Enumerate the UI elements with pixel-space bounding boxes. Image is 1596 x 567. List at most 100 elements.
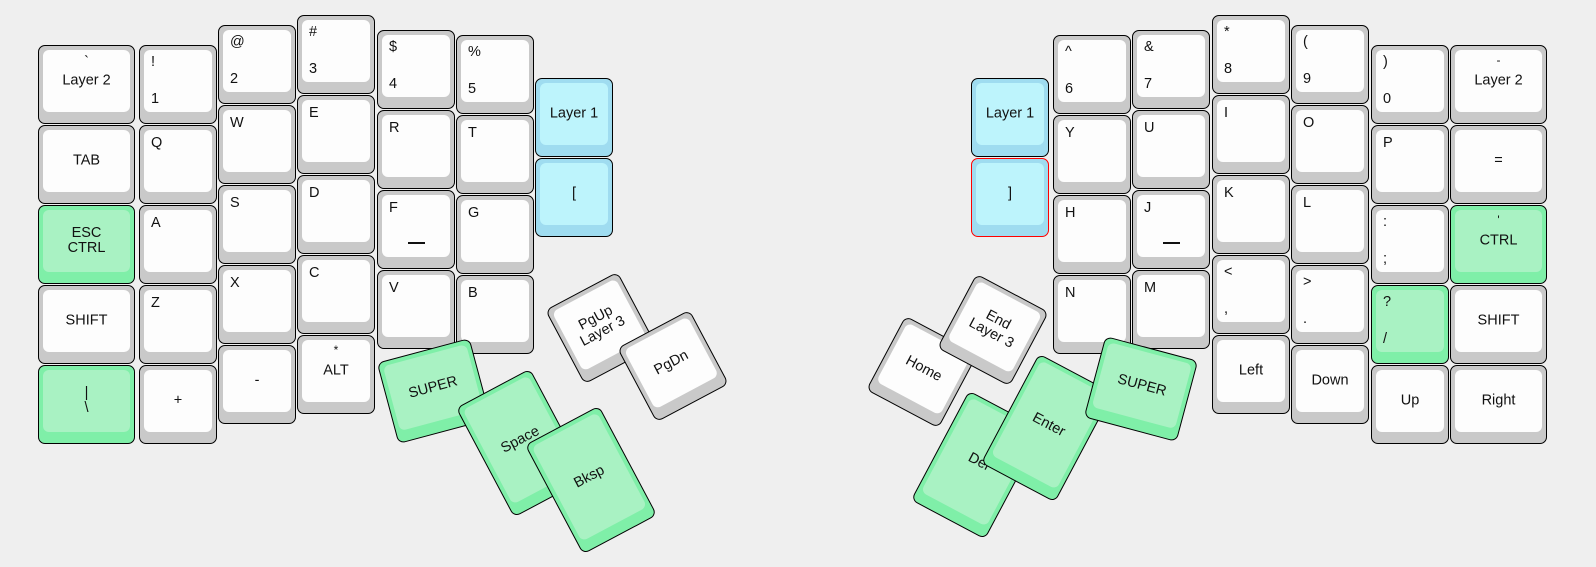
key-j[interactable]: J bbox=[1132, 190, 1210, 269]
keycap-surface: K bbox=[1217, 180, 1285, 242]
keycap-surface: M bbox=[1137, 275, 1205, 337]
key-x[interactable]: X bbox=[218, 265, 296, 344]
key-legend-v: V bbox=[389, 280, 399, 296]
keycap-surface: :; bbox=[1376, 210, 1444, 272]
key-k[interactable]: K bbox=[1212, 175, 1290, 254]
key-bracket-left[interactable]: [ bbox=[535, 158, 613, 237]
key-plus[interactable]: + bbox=[139, 365, 217, 444]
key-g[interactable]: G bbox=[456, 195, 534, 274]
key-3[interactable]: #3 bbox=[297, 15, 375, 94]
keycap-surface: R bbox=[382, 115, 450, 177]
key-alt[interactable]: *ALT bbox=[297, 335, 375, 414]
key-legend-0: 0 bbox=[1383, 90, 1392, 107]
key-0[interactable]: )0 bbox=[1371, 45, 1449, 124]
key-e[interactable]: E bbox=[297, 95, 375, 174]
key-shift-legend-alt: * bbox=[333, 343, 339, 357]
key-shift-legend-period: > bbox=[1303, 274, 1312, 290]
key-1[interactable]: !1 bbox=[139, 45, 217, 124]
key-z[interactable]: Z bbox=[139, 285, 217, 364]
key-legend-semicolon: ; bbox=[1383, 250, 1388, 267]
key-legend-k: K bbox=[1224, 185, 1234, 201]
key-legend-x: X bbox=[230, 275, 240, 291]
key-down-arrow[interactable]: Down bbox=[1291, 345, 1369, 424]
key-comma[interactable]: <, bbox=[1212, 255, 1290, 334]
keycap-surface: P bbox=[1376, 130, 1444, 192]
key-d[interactable]: D bbox=[297, 175, 375, 254]
key-up-arrow[interactable]: Up bbox=[1371, 365, 1449, 444]
key-6[interactable]: ^6 bbox=[1053, 35, 1131, 114]
keycap-surface: %5 bbox=[461, 40, 529, 102]
keycap-surface: Down bbox=[1296, 350, 1364, 412]
key-equals[interactable]: = bbox=[1450, 125, 1547, 204]
key-legend-slash: / bbox=[1383, 330, 1388, 347]
key-legend-super-right: SUPER bbox=[1115, 370, 1169, 400]
key-m[interactable]: M bbox=[1132, 270, 1210, 349]
key-a[interactable]: A bbox=[139, 205, 217, 284]
key-legend-t: T bbox=[468, 125, 477, 141]
key-legend-layer1-right: Layer 1 bbox=[985, 105, 1035, 122]
key-9[interactable]: (9 bbox=[1291, 25, 1369, 104]
key-t[interactable]: T bbox=[456, 115, 534, 194]
key-ctrl-right[interactable]: 'CTRL bbox=[1450, 205, 1547, 284]
key-legend-i: I bbox=[1224, 105, 1229, 121]
key-layer2-left[interactable]: `Layer 2 bbox=[38, 45, 135, 124]
key-y[interactable]: Y bbox=[1053, 115, 1131, 194]
key-q[interactable]: Q bbox=[139, 125, 217, 204]
key-legend-layer2-right: Layer 2 bbox=[1474, 72, 1523, 89]
key-7[interactable]: &7 bbox=[1132, 30, 1210, 109]
keycap-surface: I bbox=[1217, 100, 1285, 162]
keycap-surface: ^6 bbox=[1058, 40, 1126, 102]
keycap-surface: - bbox=[223, 350, 291, 412]
keycap-surface: U bbox=[1137, 115, 1205, 177]
key-right-arrow[interactable]: Right bbox=[1450, 365, 1547, 444]
key-legend-equals: = bbox=[1494, 152, 1503, 169]
key-i[interactable]: I bbox=[1212, 95, 1290, 174]
key-period[interactable]: >. bbox=[1291, 265, 1369, 344]
key-2[interactable]: @2 bbox=[218, 25, 296, 104]
key-f[interactable]: F bbox=[377, 190, 455, 269]
key-legend-right-arrow: Right bbox=[1481, 392, 1516, 409]
key-h[interactable]: H bbox=[1053, 195, 1131, 274]
key-legend-7: 7 bbox=[1144, 75, 1153, 92]
key-slash[interactable]: ?/ bbox=[1371, 285, 1449, 364]
keycap-surface: E bbox=[302, 100, 370, 162]
keycap-surface: ] bbox=[976, 163, 1044, 225]
key-shift-legend-8: * bbox=[1224, 24, 1230, 40]
key-tab[interactable]: TAB bbox=[38, 125, 135, 204]
key-legend-h: H bbox=[1065, 205, 1076, 221]
key-4[interactable]: $4 bbox=[377, 30, 455, 109]
key-minus[interactable]: - bbox=[218, 345, 296, 424]
keycap-surface: Bksp bbox=[531, 412, 648, 542]
key-bracket-right[interactable]: ] bbox=[971, 158, 1049, 237]
key-pipe-backslash[interactable]: | \ bbox=[38, 365, 135, 444]
key-u[interactable]: U bbox=[1132, 110, 1210, 189]
key-l[interactable]: L bbox=[1291, 185, 1369, 264]
key-semicolon[interactable]: :; bbox=[1371, 205, 1449, 284]
key-8[interactable]: *8 bbox=[1212, 15, 1290, 94]
key-c[interactable]: C bbox=[297, 255, 375, 334]
key-shift-left[interactable]: SHIFT bbox=[38, 285, 135, 364]
key-shift-right[interactable]: SHIFT bbox=[1450, 285, 1547, 364]
key-layer1-right[interactable]: Layer 1 bbox=[971, 78, 1049, 157]
keycap-surface: D bbox=[302, 180, 370, 242]
keycap-surface: X bbox=[223, 270, 291, 332]
keycap-surface: T bbox=[461, 120, 529, 182]
key-legend-r: R bbox=[389, 120, 400, 136]
key-layer1-left[interactable]: Layer 1 bbox=[535, 78, 613, 157]
key-v[interactable]: V bbox=[377, 270, 455, 349]
key-left-arrow[interactable]: Left bbox=[1212, 335, 1290, 414]
key-legend-c: C bbox=[309, 265, 320, 281]
key-s[interactable]: S bbox=[218, 185, 296, 264]
key-r[interactable]: R bbox=[377, 110, 455, 189]
key-shift-legend-layer2-left: ` bbox=[84, 54, 89, 70]
key-5[interactable]: %5 bbox=[456, 35, 534, 114]
key-super-right[interactable]: SUPER bbox=[1083, 336, 1199, 442]
key-o[interactable]: O bbox=[1291, 105, 1369, 184]
key-layer2-right[interactable]: -Layer 2 bbox=[1450, 45, 1547, 124]
keycap-surface: 'CTRL bbox=[1455, 210, 1542, 272]
key-n[interactable]: N bbox=[1053, 275, 1131, 354]
key-w[interactable]: W bbox=[218, 105, 296, 184]
key-p[interactable]: P bbox=[1371, 125, 1449, 204]
key-esc-ctrl[interactable]: ESC CTRL bbox=[38, 205, 135, 284]
